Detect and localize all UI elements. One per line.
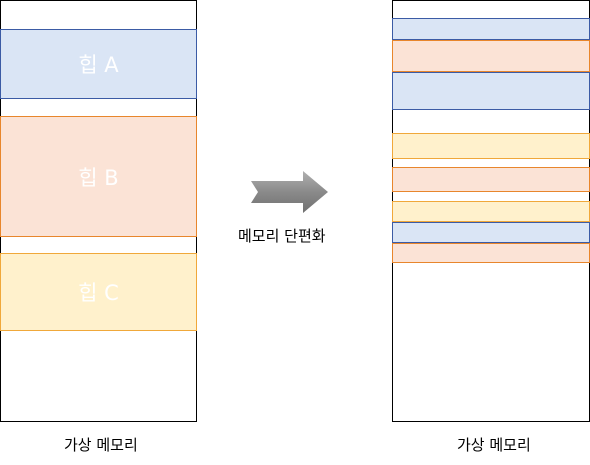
fragment-block (392, 201, 590, 222)
fragment-block (392, 72, 590, 110)
virtual-memory-left: 힙 A 힙 B 힙 C (0, 0, 197, 422)
right-arrow-icon (251, 171, 328, 213)
virtual-memory-right (392, 0, 590, 422)
heap-b-block: 힙 B (0, 116, 197, 237)
fragmentation-caption: 메모리 단편화 (238, 227, 326, 245)
heap-a-block: 힙 A (0, 29, 197, 99)
right-memory-caption: 가상 메모리 (457, 436, 531, 454)
fragment-block (392, 133, 590, 159)
heap-a-label: 힙 A (78, 53, 119, 77)
left-memory-caption: 가상 메모리 (64, 436, 138, 454)
fragment-block (392, 167, 590, 192)
heap-c-label: 힙 C (78, 281, 119, 305)
fragment-block (392, 40, 590, 72)
fragment-block (392, 18, 590, 40)
fragment-block (392, 222, 590, 243)
fragment-block (392, 243, 590, 263)
heap-c-block: 힙 C (0, 253, 197, 331)
heap-b-label: 힙 B (78, 165, 119, 190)
